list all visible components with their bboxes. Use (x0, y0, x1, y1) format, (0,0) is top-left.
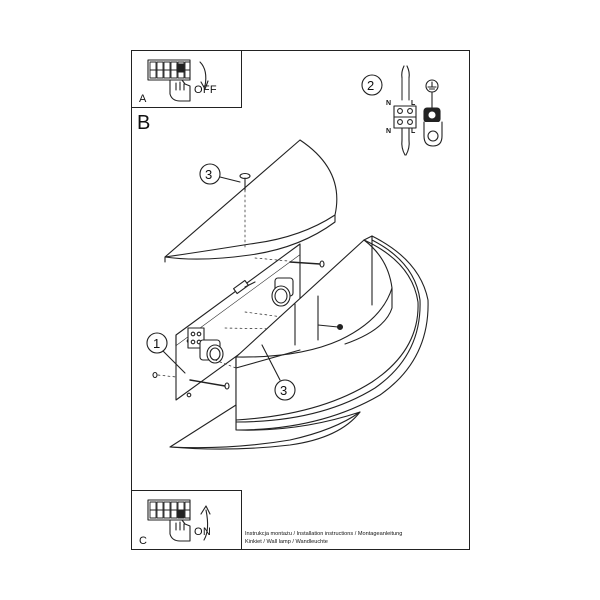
callout-three-top (199, 163, 241, 185)
bulb-socket-icon (199, 339, 224, 364)
wire-label-n-top: N (386, 100, 391, 107)
wiring-detail (361, 65, 443, 156)
switch-off-icon (147, 59, 209, 102)
screw-icon (152, 371, 230, 390)
bottom-cover-plate (169, 404, 361, 450)
callout-two-circle (361, 74, 383, 96)
panel-a-letter: A (139, 93, 147, 105)
wire-label-l-top: L (411, 100, 416, 107)
terminal-block-icon (393, 105, 417, 129)
assembly-guide-lines (214, 311, 331, 369)
earth-ground-icon (425, 79, 439, 109)
step-b-letter: B (137, 112, 151, 134)
callout-one (146, 332, 186, 374)
switch-on-icon (147, 499, 211, 542)
off-label: OFF (194, 84, 217, 96)
caption-line-2: Kinkiet / Wall lamp / Wandleuchte (245, 539, 328, 545)
caption: Instrukcja montażu / Installation instru… (245, 530, 402, 546)
callout-three-top-number: 3 (205, 167, 212, 182)
callout-three-bottom (261, 344, 296, 401)
wire-label-l-bottom: L (411, 128, 416, 135)
panel-c-letter: C (139, 535, 147, 547)
callout-one-number: 1 (153, 336, 160, 351)
ground-connector-icon (423, 107, 443, 147)
bulb-socket-icon (244, 277, 294, 307)
callout-two-number: 2 (367, 78, 374, 93)
instruction-page-frame (131, 50, 470, 550)
screw-icon (254, 257, 325, 268)
lamp-shade-body (235, 235, 429, 431)
wire-label-n-bottom: N (386, 128, 391, 135)
top-cover-plate (164, 139, 338, 263)
callout-three-bottom-number: 3 (280, 383, 287, 398)
screw-icon (239, 172, 251, 251)
caption-line-1: Instrukcja montażu / Installation instru… (245, 531, 403, 537)
